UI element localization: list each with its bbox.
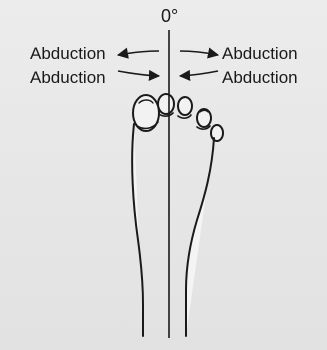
abduction-label-left-top: Abduction bbox=[30, 44, 106, 64]
abduction-label-right-bottom: Abduction bbox=[222, 68, 298, 88]
abduction-label-left-bottom: Abduction bbox=[30, 68, 106, 88]
zero-degree-label: 0° bbox=[161, 6, 178, 26]
abduction-label-right-top: Abduction bbox=[222, 44, 298, 64]
fifth-toe bbox=[211, 125, 223, 141]
arrow-right-bottom bbox=[180, 71, 218, 76]
third-toe bbox=[178, 97, 192, 115]
foot-outline bbox=[132, 94, 223, 336]
fourth-toe bbox=[197, 109, 211, 127]
arrow-right-top bbox=[180, 51, 218, 55]
arrow-left-bottom bbox=[118, 71, 159, 76]
second-toe bbox=[158, 94, 174, 114]
arrow-left-top bbox=[118, 51, 159, 55]
foot-body bbox=[132, 124, 214, 336]
